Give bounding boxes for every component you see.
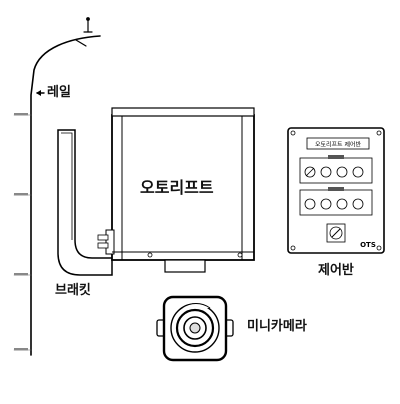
auto-lift-label: 오토리프트 [140, 178, 214, 197]
bracket-drawing [57, 129, 113, 276]
auto-lift-drawing [97, 107, 255, 273]
rail-drawing [13, 17, 101, 356]
rail-label: 레일 [47, 85, 71, 100]
bracket-label: 브래킷 [55, 283, 91, 298]
brand-logo: OTS [360, 241, 376, 249]
mini-camera-drawing [156, 295, 234, 362]
control-panel-title: 오토리프트 제어반 [315, 141, 362, 149]
mini-camera-label: 미니카메라 [247, 319, 307, 334]
control-panel-drawing [287, 127, 385, 254]
control-panel-label: 제어반 [318, 263, 354, 278]
